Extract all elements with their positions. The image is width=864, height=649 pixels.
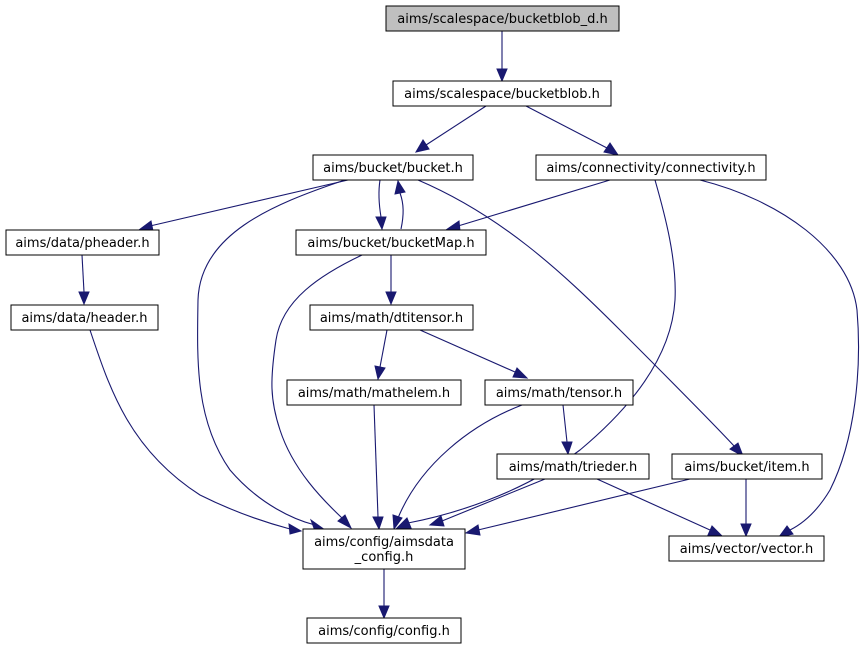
node-label: aims/math/tensor.h bbox=[496, 386, 622, 401]
edge-bucketblob-bucket bbox=[425, 105, 487, 146]
node-label: aims/bucket/bucket.h bbox=[323, 161, 463, 176]
node-label: aims/vector/vector.h bbox=[680, 542, 813, 557]
node-label: aims/math/dtitensor.h bbox=[320, 311, 463, 326]
node-label: aims/scalespace/bucketblob_d.h bbox=[397, 12, 607, 27]
node-label: aims/bucket/item.h bbox=[684, 460, 809, 475]
node-dtitensor[interactable]: aims/math/dtitensor.h bbox=[309, 304, 474, 331]
node-header[interactable]: aims/data/header.h bbox=[10, 304, 159, 331]
node-trieder[interactable]: aims/math/trieder.h bbox=[496, 453, 650, 480]
edge-bucketMap-aimsdata_config bbox=[271, 254, 363, 519]
edge-dtitensor-mathelem bbox=[379, 329, 388, 368]
edge-connectivity-bucketMap bbox=[457, 179, 611, 227]
edges bbox=[78, 31, 860, 620]
edge-bucket-bucketMap bbox=[378, 179, 382, 218]
edge-trieder-aimsdata_config bbox=[441, 478, 546, 522]
node-label: aims/data/pheader.h bbox=[15, 236, 149, 251]
node-mathelem[interactable]: aims/math/mathelem.h bbox=[286, 379, 462, 406]
node-label: aims/connectivity/connectivity.h bbox=[546, 161, 755, 176]
node-label: aims/math/trieder.h bbox=[509, 460, 638, 475]
edge-dtitensor-tensor bbox=[419, 329, 516, 373]
edge-connectivity-vector bbox=[699, 179, 860, 531]
edge-trieder-vector bbox=[596, 478, 711, 531]
edge-connectivity-aimsdata_config bbox=[407, 179, 676, 524]
edge-header-aimsdata_config bbox=[89, 329, 291, 530]
edge-item-aimsdata_config bbox=[477, 478, 691, 531]
node-bucketblob[interactable]: aims/scalespace/bucketblob.h bbox=[392, 80, 612, 107]
node-item[interactable]: aims/bucket/item.h bbox=[671, 453, 823, 480]
node-label: aims/config/config.h bbox=[318, 624, 450, 639]
edge-bucket-aimsdata_config bbox=[197, 179, 346, 526]
node-label: aims/data/header.h bbox=[21, 311, 147, 326]
node-pheader[interactable]: aims/data/pheader.h bbox=[5, 229, 160, 256]
node-tensor[interactable]: aims/math/tensor.h bbox=[484, 379, 634, 406]
edge-bucketMap-bucket bbox=[399, 192, 404, 230]
edge-mathelem-aimsdata_config bbox=[373, 404, 379, 518]
nodes: aims/scalespace/bucketblob_d.h aims/scal… bbox=[5, 5, 825, 644]
edge-bucketblob-connectivity bbox=[525, 105, 608, 149]
edge-tensor-trieder bbox=[562, 404, 568, 443]
edge-bucket-item bbox=[417, 179, 736, 448]
edge-bucket-pheader bbox=[149, 179, 349, 227]
node-connectivity[interactable]: aims/connectivity/connectivity.h bbox=[535, 154, 767, 181]
node-vector[interactable]: aims/vector/vector.h bbox=[668, 535, 825, 562]
edge-pheader-header bbox=[81, 254, 85, 293]
node-bucketMap[interactable]: aims/bucket/bucketMap.h bbox=[295, 229, 487, 256]
node-bucketblob_d[interactable]: aims/scalespace/bucketblob_d.h bbox=[385, 5, 620, 32]
node-label-line2: _config.h bbox=[354, 550, 414, 565]
node-config[interactable]: aims/config/config.h bbox=[306, 617, 462, 644]
node-label: aims/bucket/bucketMap.h bbox=[307, 236, 474, 251]
node-label: aims/scalespace/bucketblob.h bbox=[404, 87, 600, 102]
edge-tensor-aimsdata_config bbox=[397, 404, 523, 519]
node-aimsdata_config[interactable]: aims/config/aimsdata _config.h bbox=[302, 528, 466, 570]
node-label-line1: aims/config/aimsdata bbox=[314, 535, 454, 550]
node-label: aims/math/mathelem.h bbox=[298, 386, 450, 401]
node-bucket[interactable]: aims/bucket/bucket.h bbox=[312, 154, 474, 181]
